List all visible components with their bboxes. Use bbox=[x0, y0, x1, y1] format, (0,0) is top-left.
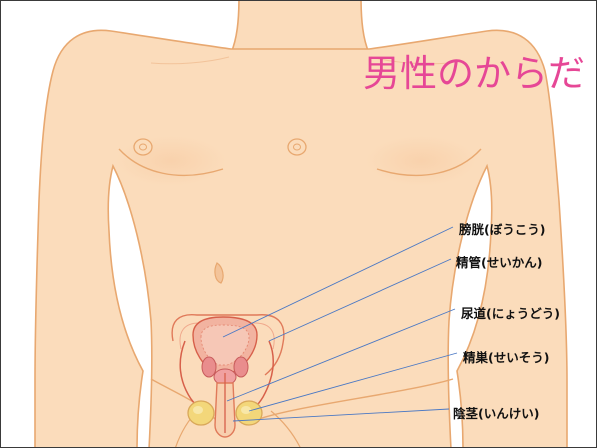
label-bladder: 膀胱(ぼうこう) bbox=[459, 219, 545, 238]
label-vas-deferens: 精管(せいかん) bbox=[456, 252, 542, 271]
page-title: 男性のからだ bbox=[363, 43, 595, 97]
label-testis: 精巣(せいそう) bbox=[463, 347, 549, 366]
label-urethra: 尿道(にょうどう) bbox=[461, 303, 560, 322]
nipple-left bbox=[134, 139, 152, 155]
label-penis: 陰茎(いんけい) bbox=[453, 403, 539, 422]
seminal-vesicle-left bbox=[202, 357, 216, 377]
testis-right bbox=[236, 401, 262, 425]
chest-shade-right bbox=[366, 136, 476, 186]
testis-left bbox=[188, 401, 214, 425]
seminal-vesicle-right bbox=[234, 357, 248, 377]
nipple-right bbox=[288, 139, 306, 155]
neck bbox=[231, 1, 369, 53]
